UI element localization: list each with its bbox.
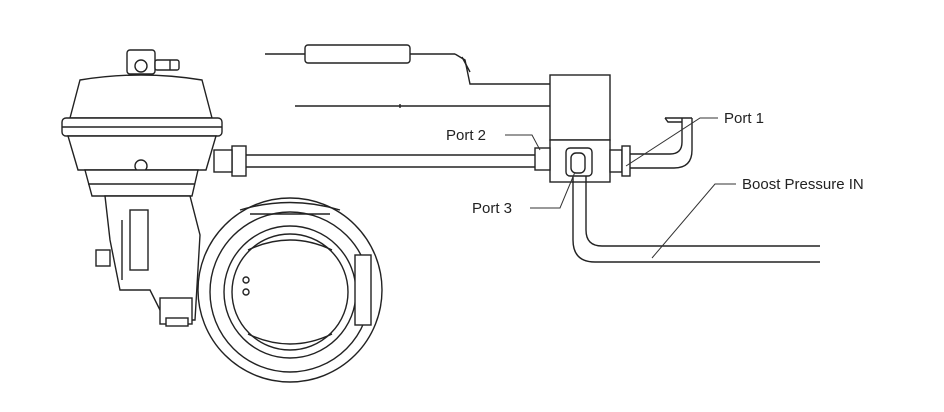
port1-label: Port 1 [724,110,764,127]
actuator-bracket [95,195,201,327]
port3-label: Port 3 [472,200,512,217]
boost-pipe [572,176,820,263]
port1-pipe [630,117,693,169]
solenoid-valve [534,74,631,183]
callout-leaders [505,117,736,259]
wiring-harness [265,44,550,108]
port2-label: Port 2 [446,127,486,144]
boost-pressure-label: Boost Pressure IN [742,176,864,193]
exhaust-valve-ring [197,197,383,383]
actuator-rod [213,145,535,177]
vacuum-actuator [61,49,223,197]
